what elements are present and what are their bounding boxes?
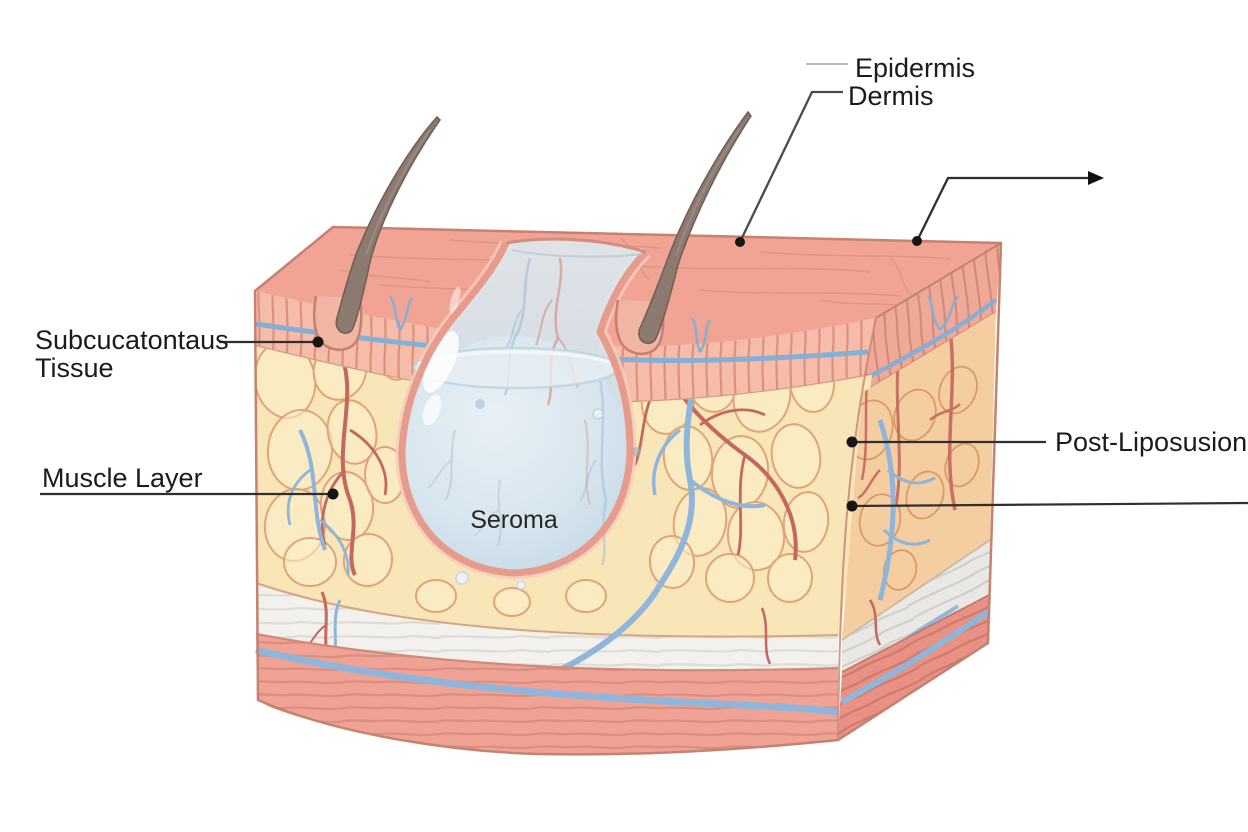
- deep-vein: [255, 609, 990, 716]
- annotations: Epidermis Dermis Subcucatontaus Tissue M…: [35, 53, 1248, 534]
- leader-dot-dermis: [735, 237, 745, 247]
- fat-side-face: [842, 312, 996, 640]
- hair-follicle-2: [614, 110, 752, 356]
- leader-line-dermis: [738, 90, 843, 243]
- label-subcutaneous-line2: Tissue: [35, 353, 114, 383]
- label-subcutaneous-line1: Subcucatontaus: [35, 325, 229, 355]
- skin-opening-rim: [505, 237, 647, 254]
- label-muscle-layer: Muscle Layer: [42, 463, 203, 493]
- label-epidermis: Epidermis: [855, 53, 975, 83]
- block-outline: [253, 225, 1003, 756]
- leader-dot-post-lipo: [846, 436, 858, 448]
- leader-dot-subcutaneous: [312, 336, 324, 348]
- fluid-bubbles: [455, 399, 641, 590]
- fluid-meniscus: [414, 348, 618, 388]
- hair-shaft-1: [335, 115, 441, 334]
- fluid-highlights: [422, 286, 461, 426]
- dermis-blood-vessel: [255, 295, 998, 383]
- muscle-layer-band: [255, 594, 990, 755]
- hair-shaft-2: [638, 110, 752, 345]
- leader-dot-lower-right: [846, 500, 858, 512]
- label-post-liposuction: Post-Liposusion: [1055, 427, 1247, 457]
- hair-follicle-1: [312, 115, 441, 352]
- leader-line-lower-right: [851, 501, 1248, 508]
- label-dermis: Dermis: [848, 81, 934, 111]
- leader-dot-muscle: [327, 488, 339, 500]
- leader-line-arrow: [915, 176, 1088, 242]
- arrow-head: [1088, 171, 1104, 185]
- seroma-capsule-rim: [398, 241, 649, 577]
- leader-dot-arrow: [912, 236, 922, 246]
- seroma-fluid-pocket: [395, 237, 651, 590]
- label-seroma: Seroma: [470, 506, 558, 534]
